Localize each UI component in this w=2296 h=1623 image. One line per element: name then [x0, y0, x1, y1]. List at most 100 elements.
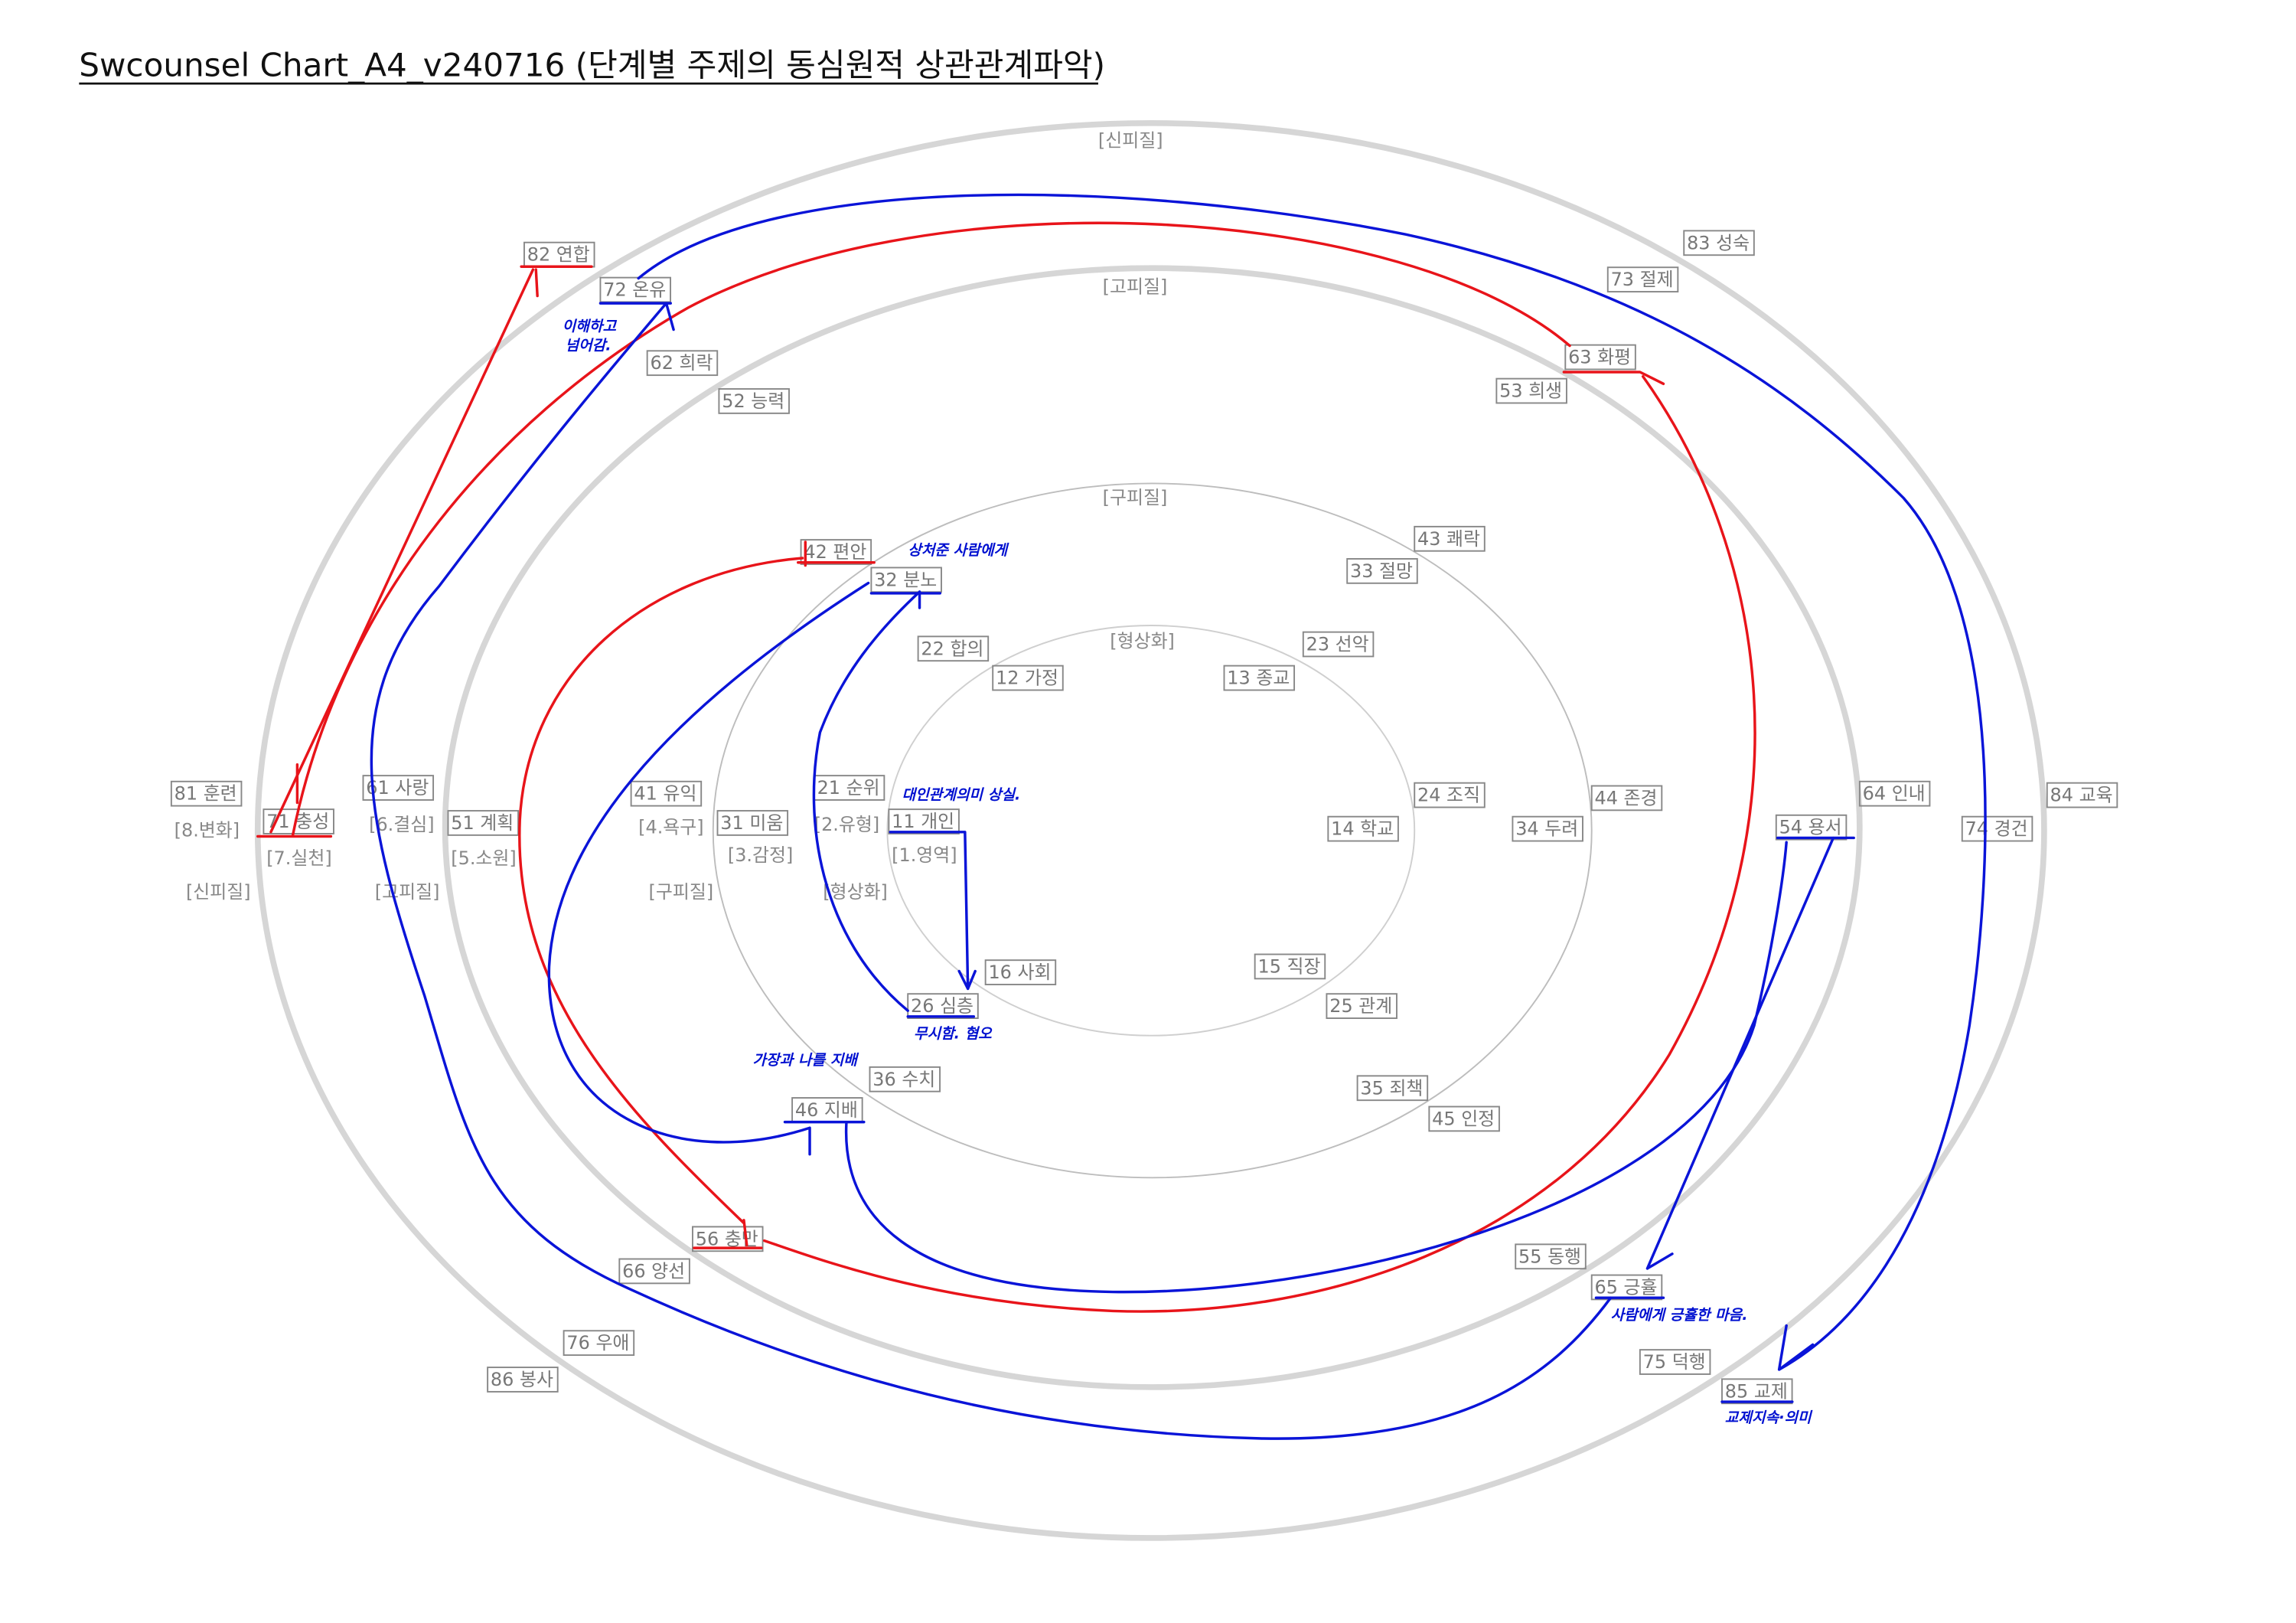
topic-label: 21 순위 — [817, 777, 880, 798]
topic-label: 12 가정 — [996, 668, 1058, 689]
topic-label: 82 연합 — [527, 244, 590, 266]
red-arc-56-to-42 — [518, 540, 876, 1225]
handwritten-note: 교제지속·의미 — [1725, 1409, 1813, 1426]
topic-label: 23 선악 — [1306, 634, 1369, 655]
stage-label: [2.유형] — [814, 814, 879, 835]
topic-box — [992, 665, 1064, 691]
stage-label: [8.변화] — [174, 820, 240, 841]
topic-box — [1254, 953, 1326, 980]
topic-box — [1590, 785, 1663, 812]
stage-label: [7.실천] — [266, 847, 331, 869]
ring-label: [신피질] — [186, 881, 251, 903]
topic-box — [170, 780, 243, 807]
ring-formation — [886, 625, 1416, 1037]
topic-box — [1512, 815, 1583, 842]
topic-box — [1414, 525, 1486, 552]
topic-label: 86 봉사 — [491, 1369, 553, 1390]
red-arrow-71-to-82 — [269, 265, 593, 834]
topic-label: 55 동행 — [1518, 1246, 1581, 1267]
handwritten-note: 가장과 나를 지배 — [752, 1051, 859, 1069]
topic-box — [917, 635, 990, 662]
topic-box — [1326, 993, 1397, 1019]
topic-box — [1606, 266, 1679, 293]
topic-label: 66 양선 — [622, 1260, 685, 1282]
topic-box — [1356, 1075, 1429, 1102]
stage-label: [6.결심] — [369, 814, 434, 835]
topic-box — [718, 388, 790, 414]
topic-label: 22 합의 — [921, 638, 983, 659]
topic-box — [1515, 1243, 1587, 1270]
topic-label: 73 절제 — [1611, 269, 1674, 290]
handwritten-note: 사람에게 긍휼한 마음. — [1611, 1306, 1748, 1324]
topic-label: 72 온유 — [603, 279, 666, 301]
topic-box — [800, 539, 872, 565]
topic-box — [1495, 377, 1567, 404]
topic-box — [1683, 230, 1755, 256]
handwritten-note: 대인관계의미 상실. — [902, 786, 1021, 804]
ring-label: [형상화] — [823, 881, 888, 903]
blue-arrow-54-to-65 — [1594, 836, 1855, 1299]
topic-label: 41 유익 — [634, 783, 696, 805]
blue-arc-46-to-54 — [844, 841, 1788, 1294]
topic-label: 43 쾌락 — [1417, 528, 1480, 550]
topic-label: 26 심층 — [911, 995, 974, 1017]
topic-label: 46 지배 — [795, 1099, 858, 1121]
topic-label: 81 훈련 — [174, 783, 237, 805]
blue-arc-26-to-32 — [812, 590, 976, 1018]
ring-label: [고피질] — [375, 881, 440, 903]
topic-label: 56 충만 — [696, 1228, 758, 1249]
topic-label: 85 교제 — [1725, 1380, 1788, 1402]
ring-label: [신피질] — [1098, 129, 1163, 151]
topic-box — [630, 780, 703, 807]
topic-label: 76 우애 — [566, 1332, 629, 1354]
stage-label: [1.영역] — [892, 844, 957, 866]
topic-label: 52 능력 — [722, 390, 784, 412]
ring-label: [형상화] — [1110, 631, 1175, 652]
topic-label: 34 두려 — [1515, 818, 1578, 840]
topic-label: 65 긍휼 — [1595, 1276, 1658, 1298]
topic-label: 32 분노 — [874, 569, 937, 590]
topic-box — [1639, 1349, 1711, 1375]
topic-box — [1564, 344, 1636, 371]
red-arc-63-to-71 — [256, 221, 1571, 838]
topic-box — [692, 1226, 764, 1252]
blue-arc-72-to-85 — [637, 193, 1987, 1403]
topic-label: 25 관계 — [1329, 995, 1392, 1017]
topic-label: 63 화평 — [1568, 347, 1631, 368]
topic-box — [1327, 815, 1399, 842]
topic-label: 24 조직 — [1417, 785, 1480, 806]
stage-label: [5.소원] — [451, 847, 516, 869]
ring-neocortex — [254, 119, 2047, 1541]
topic-label: 16 사회 — [988, 962, 1051, 983]
topic-box — [487, 1367, 559, 1393]
topic-box — [984, 959, 1057, 985]
chart-title: Swcounsel Chart_A4_v240716 (단계별 주제의 동심원적… — [79, 47, 1105, 84]
topic-label: 42 편안 — [804, 541, 866, 563]
topic-box — [1302, 631, 1375, 658]
topic-box — [888, 808, 960, 834]
stage-label: [3.감정] — [728, 844, 793, 866]
topic-box — [563, 1330, 635, 1357]
topic-box — [907, 993, 979, 1019]
topic-box — [1961, 815, 2033, 842]
topic-box — [1346, 558, 1418, 584]
stage-label: [4.욕구] — [638, 817, 703, 838]
blue-arc-32-to-46 — [547, 581, 870, 1156]
topic-label: 36 수치 — [872, 1069, 935, 1090]
topic-label: 51 계획 — [451, 812, 514, 834]
topic-box — [1775, 814, 1848, 841]
topic-label: 61 사랑 — [366, 777, 429, 798]
topic-label: 74 경건 — [1965, 818, 2028, 840]
topic-label: 45 인정 — [1432, 1108, 1495, 1129]
topic-label: 14 학교 — [1331, 818, 1394, 840]
ring-archicortex — [712, 482, 1593, 1179]
blue-annotations — [370, 193, 1987, 1440]
handwritten-note: 상처준 사람에게 — [908, 541, 1009, 559]
ring-paleocortex — [442, 265, 1863, 1390]
topic-box — [362, 775, 435, 801]
topic-label: 84 교육 — [2050, 785, 2113, 806]
blue-arc-65-to-72 — [370, 302, 1613, 1440]
blue-arrow-11-to-26 — [889, 831, 977, 991]
